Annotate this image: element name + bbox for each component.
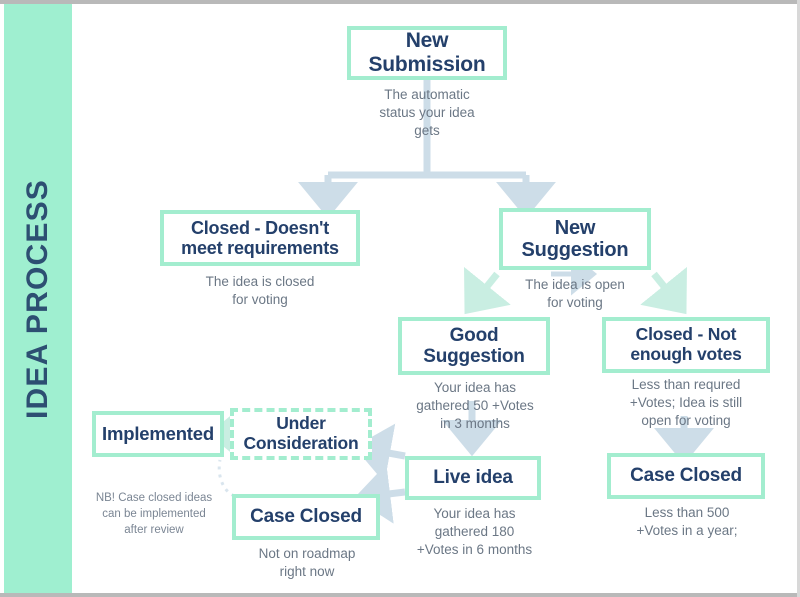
link-live-idea-to-under-consideration bbox=[354, 423, 406, 483]
node-live-idea-label: Live idea bbox=[433, 467, 513, 489]
node-case-closed-right[interactable]: Case Closed bbox=[607, 453, 765, 499]
node-implemented-label: Implemented bbox=[102, 422, 214, 444]
node-case-closed-bottom[interactable]: Case Closed bbox=[232, 494, 380, 540]
frame-bar-bottom bbox=[0, 593, 800, 597]
node-case-closed-right-label: Case Closed bbox=[630, 465, 742, 487]
frame-bar-top bbox=[0, 0, 800, 4]
caption-case-closed-right: Less than 500+Votes in a year; bbox=[636, 505, 738, 539]
page-title: IDEA PROCESS bbox=[21, 178, 54, 419]
node-implemented[interactable]: Implemented bbox=[92, 411, 224, 457]
link-new-suggestion-to-good-suggestion bbox=[464, 266, 511, 315]
sidebar: IDEA PROCESS bbox=[4, 4, 72, 593]
node-case-closed-bottom-label: Case Closed bbox=[250, 506, 362, 528]
frame-edge-right bbox=[797, 0, 800, 597]
node-live-idea[interactable]: Live idea bbox=[405, 456, 541, 500]
link-new-suggestion-to-closed-not-enough bbox=[640, 266, 687, 315]
